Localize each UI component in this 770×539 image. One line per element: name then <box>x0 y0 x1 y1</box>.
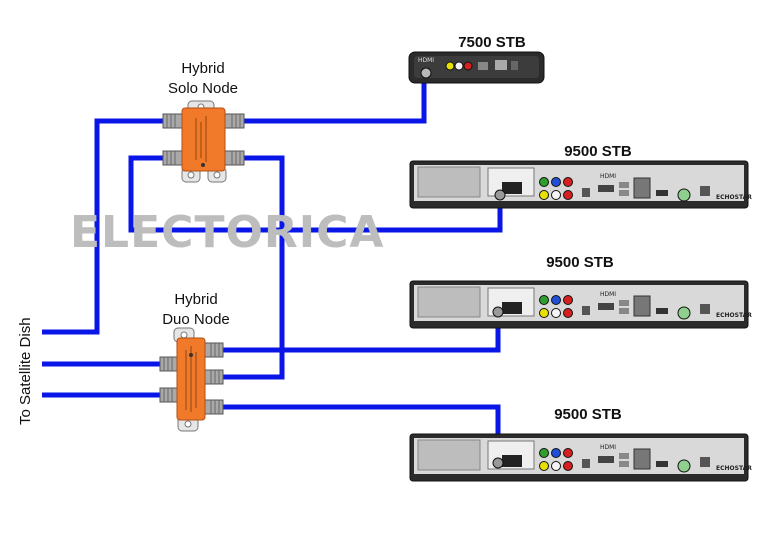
solo-node-label-line1: Hybrid <box>181 60 224 77</box>
svg-text:HDMI: HDMI <box>600 444 616 451</box>
solo-node-label-line2: Solo Node <box>168 80 238 97</box>
rf-input-port <box>420 67 432 79</box>
duo-node: Hybrid Duo Node <box>159 291 230 432</box>
cable-solo-to-duo <box>222 155 285 380</box>
receiver-label: 9500 STB <box>546 254 614 271</box>
svg-text:HDMI: HDMI <box>600 291 616 298</box>
watermark-text: ELECTORICA <box>70 207 384 258</box>
svg-text:ECHOSTAR: ECHOSTAR <box>716 194 752 201</box>
cable-dish-to-solo <box>42 118 166 335</box>
svg-text:HDMI: HDMI <box>600 173 616 180</box>
receiver-9500-1: 9500 STB HDMI ECHOSTAR <box>409 143 752 209</box>
receiver-9500-2: 9500 STB HDMI ECHOSTAR <box>409 254 752 329</box>
receiver-label: 9500 STB <box>564 143 632 160</box>
rf-input-port <box>492 306 504 318</box>
receiver-label: 9500 STB <box>554 406 622 423</box>
svg-text:ECHOSTAR: ECHOSTAR <box>716 465 752 472</box>
rf-input-port <box>492 457 504 469</box>
receiver-9500-3: 9500 STB HDMI ECHOSTAR <box>409 406 752 482</box>
receiver-label: 7500 STB <box>458 34 526 51</box>
receiver-7500: 7500 STB HDMI <box>408 34 545 84</box>
svg-text:ECHOSTAR: ECHOSTAR <box>716 312 752 319</box>
solo-node: Hybrid Solo Node <box>162 60 245 183</box>
cable-solo-to-9500-1 <box>128 155 503 233</box>
svg-text:HDMI: HDMI <box>418 57 434 64</box>
duo-node-label-line1: Hybrid <box>174 291 217 308</box>
duo-node-label-line2: Duo Node <box>162 311 230 328</box>
rf-input-port <box>494 189 506 201</box>
cable-wires <box>42 78 503 462</box>
cable-solo-to-7500 <box>241 78 427 124</box>
dish-label: To Satellite Dish <box>17 317 34 425</box>
solo-node-body <box>181 107 226 172</box>
